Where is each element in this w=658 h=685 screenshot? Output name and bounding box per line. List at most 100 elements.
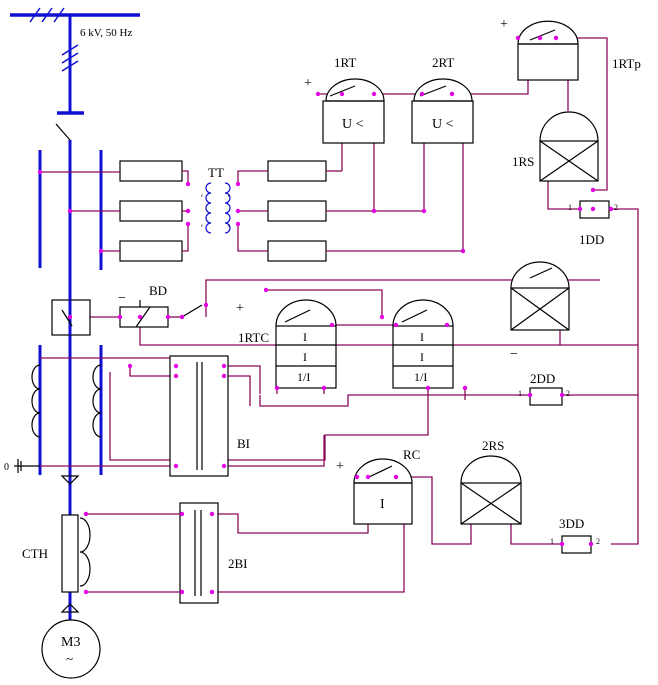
junction-dot [559,392,565,398]
relay-1rt-body: U < [342,117,364,132]
junction-dot [137,314,143,320]
junction-dot [235,208,241,214]
motor-label: M3 [61,635,80,650]
junction-dot [117,314,123,320]
disconnector-blade [55,123,71,141]
junction-dot [67,208,73,214]
relay-1rt-label: 1RT [334,55,356,70]
junction-dot [221,363,227,369]
fuse-left-3 [119,240,183,262]
relay-rc-label: RC [403,447,420,462]
tt-tap-label: ϵ [201,194,203,199]
junction-dot [393,322,399,328]
diode-2dd-label: 2DD [530,371,555,386]
relay-rc-body: I [380,497,385,512]
diode-2dd-pin: 1 [518,389,522,398]
relay-aux-polarity: − [510,347,518,362]
junction-dot [173,463,179,469]
relay-1rtp-polarity: + [500,17,508,32]
junction-dot [235,221,241,227]
relay-1rtp: + 1RTp [500,17,641,81]
control-wiring [40,37,639,593]
junction-dot [173,373,179,379]
busbar-hatch [41,7,53,23]
motor: M3 ~ [41,619,101,679]
relay-2rtc-row: I [420,350,424,364]
fuse-right-1 [267,160,327,182]
bi-label: BI [237,436,250,451]
tt-tap-label: ϵ [228,224,230,229]
ground-label: 0 [4,462,9,473]
junction-dot [235,181,241,187]
relay-2rt-body: U < [432,117,454,132]
motor-symbol: ~ [66,651,73,666]
junction-dot [179,314,185,320]
junction-dot [329,322,335,328]
junction-dot [185,181,191,187]
relay-1rtc-label: 1RTC [238,330,269,345]
ground-symbol: 0 [4,459,40,473]
junction-dot [173,363,179,369]
diode-3dd-pin: 1 [550,537,554,546]
switch-bd-polarity: − [118,291,126,306]
junction-dot [588,541,594,547]
junction-dot [321,385,327,391]
diode-3dd-label: 3DD [559,516,584,531]
tt-tap-label: ϵ [228,194,230,199]
junction-dot [608,206,614,212]
junction-dot [559,541,565,547]
junction-dot [365,474,371,480]
junction-dot [553,35,559,41]
ct-label: CTH [22,546,48,561]
relay-1rtc-row: I [303,330,307,344]
junction-dot [590,206,596,212]
junction-dot [449,91,455,97]
junction-dot [379,314,385,320]
junction-dot [179,511,185,517]
relay-1rtc-row: 1/I [297,370,310,384]
fuse-right-3 [267,240,327,262]
junction-dot [527,392,533,398]
relay-1rt-polarity: + [304,76,312,91]
tt-tap-label: ϵ [201,224,203,229]
current-transformer: CTH [22,514,91,593]
junction-dot [515,35,521,41]
tt-secondary-winding [224,182,231,234]
relay-2rtc-row: I [420,330,424,344]
relay-2rtc-row: 1/I [414,370,427,384]
coil-right [92,364,102,438]
relay-2rs: 2RS [460,438,522,525]
junction-dot [209,589,215,595]
junction-dot [98,248,104,254]
relay-2rt: U < 2RT [411,55,474,144]
junction-dot [462,385,468,391]
current-coils [31,364,102,438]
line-hatch [61,52,79,64]
junction-dot [590,187,596,193]
fuse-right-2 [267,200,327,222]
relay-rc: I RC + [336,447,420,525]
line-marker-bottom [60,603,80,613]
intermediate-bi: BI [169,355,250,477]
junction-dot [179,589,185,595]
junction-dot [371,208,377,214]
switch-bd-label: BD [149,283,167,298]
relay-1rtp-label: 1RTp [612,56,641,71]
line-marker-top [60,475,80,485]
relay-1rs-label: 1RS [512,154,534,169]
junction-dot [67,314,73,320]
junction-dot [354,474,360,480]
fuse-left-1 [119,160,183,182]
bi2-label: 2BI [228,556,248,571]
coil-left [31,364,41,438]
busbar-hatch [29,7,41,23]
diode-1dd-label: 1DD [579,232,604,247]
tt-label: TT [208,165,224,180]
relay-1rs: 1RS [512,111,599,182]
relay-2rs-label: 2RS [482,438,504,453]
junction-dot [83,511,89,517]
junction-dot [315,91,321,97]
switch-bd: BD − [118,283,203,328]
busbar-hatch [53,7,65,23]
diode-3dd: 1 2 3DD [550,516,600,554]
